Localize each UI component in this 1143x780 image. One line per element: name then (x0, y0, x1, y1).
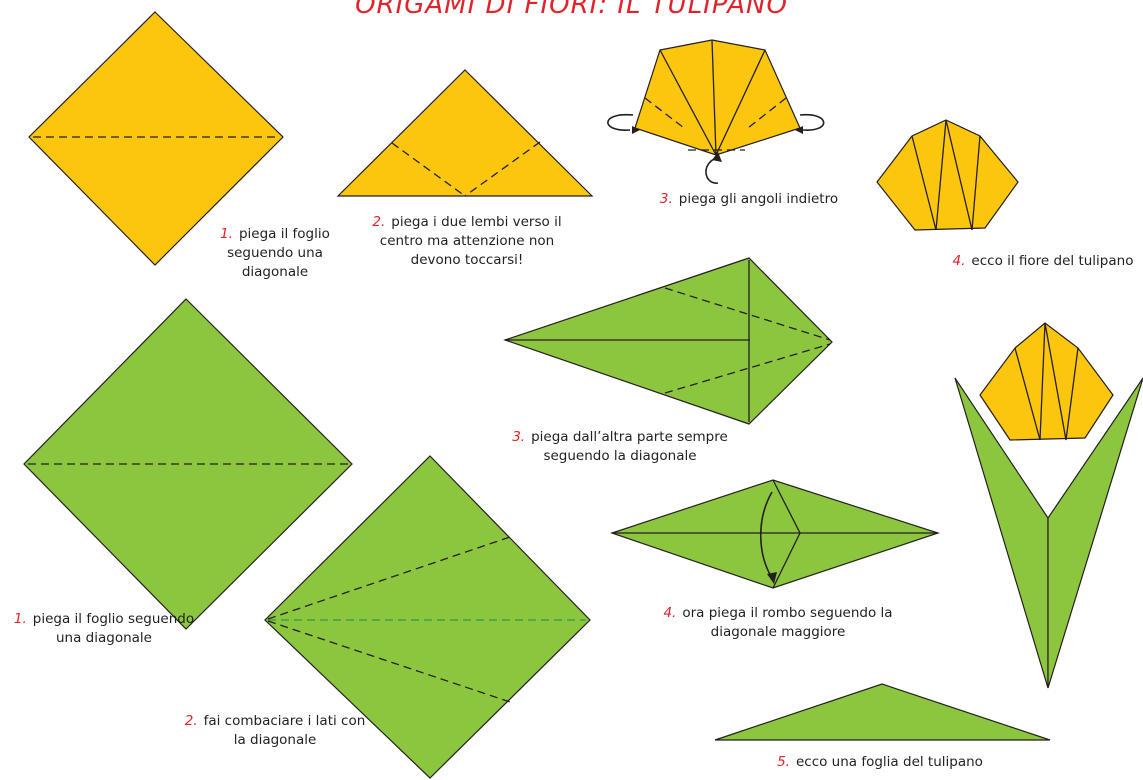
leaf-step-1-caption: 1.piega il foglio seguendo una diagonale (13, 611, 195, 646)
leaf-step-2-caption: 2.fai combaciare i lati con la diagonale (184, 713, 366, 748)
flower-step-2-caption: 2.piega i due lembi verso il centro ma a… (372, 214, 562, 268)
flower-step-3-caption: 3.piega gli angoli indietro (659, 191, 839, 207)
final-tulip-figure (954, 322, 1143, 689)
leaf-step-3-figure (503, 257, 833, 425)
flower-step-3-figure (607, 39, 825, 184)
flower-step-4-figure (876, 119, 1019, 231)
page-title: ORIGAMI DI FIORI: IL TULIPANO (355, 0, 788, 20)
leaf-step-5-figure (714, 683, 1051, 741)
flower-step-1-figure (28, 11, 284, 266)
leaf-step-1-figure (23, 298, 353, 630)
flower-step-1-caption: 1.piega il foglio seguendo una diagonale (220, 226, 330, 280)
flower-step-4-caption: 4.ecco il fiore del tulipano (952, 253, 1134, 269)
leaf-step-2-figure (264, 455, 591, 779)
leaf-step-4-caption: 4.ora piega il rombo seguendo la diagona… (663, 605, 893, 640)
flower-step-2-figure (336, 69, 594, 197)
leaf-step-4-figure (610, 479, 940, 589)
leaf-step-5-caption: 5.ecco una foglia del tulipano (777, 754, 983, 770)
leaf-step-3-caption: 3.piega dall’altra parte sempre seguendo… (512, 429, 728, 464)
